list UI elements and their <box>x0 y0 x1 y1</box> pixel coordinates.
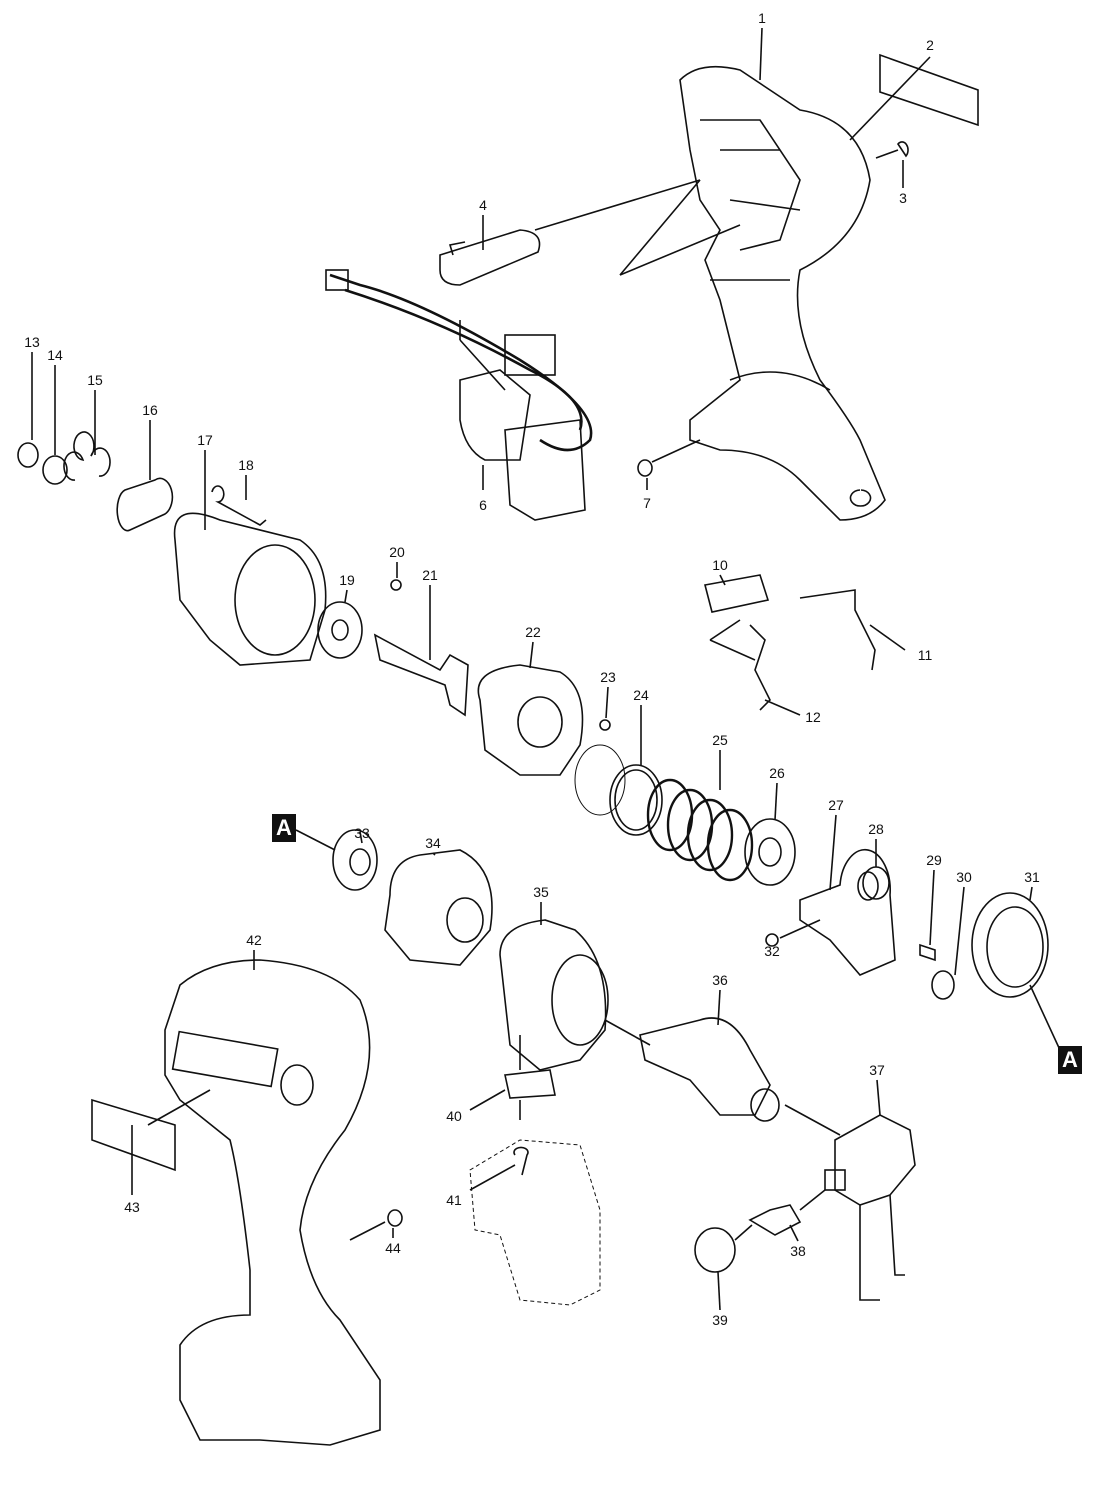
washer-26 <box>744 818 796 886</box>
housing-right-half <box>679 65 886 521</box>
armature-36 <box>639 1017 771 1116</box>
label-plate-2 <box>879 53 979 127</box>
part-number-label: 27 <box>828 797 844 813</box>
part-number-label: 31 <box>1024 869 1040 885</box>
spring-12 <box>749 624 771 711</box>
part-4 <box>439 229 541 286</box>
spring-11 <box>799 589 876 671</box>
part-number-label: 17 <box>197 432 213 448</box>
ring-13 <box>17 442 39 468</box>
part-number-label: 39 <box>712 1312 728 1328</box>
part-number-label: 33 <box>354 825 370 841</box>
sleeve-16 <box>116 477 174 532</box>
part-number-label: 38 <box>790 1243 806 1259</box>
bearing-33 <box>332 829 378 891</box>
part-number-label: 24 <box>633 687 649 703</box>
part-number-label: 10 <box>712 557 728 573</box>
motor-housing-35 <box>499 919 607 1071</box>
part-number-label: 6 <box>479 497 487 513</box>
ring-30 <box>931 970 955 1000</box>
part-number-label: 29 <box>926 852 942 868</box>
part-number-label: 37 <box>869 1062 885 1078</box>
screw-41 <box>513 1146 529 1176</box>
part-number-label: 1 <box>758 10 766 26</box>
ball-32 <box>765 933 779 947</box>
screw-3 <box>875 141 909 159</box>
ring-gear-31 <box>971 892 1049 998</box>
spindle-21 <box>373 633 469 717</box>
part-number-label: 2 <box>926 37 934 53</box>
ball-23 <box>599 719 611 731</box>
part-number-label: 4 <box>479 197 487 213</box>
part-number-label: 40 <box>446 1108 462 1124</box>
part-number-label: 21 <box>422 567 438 583</box>
spring-15 <box>63 431 111 481</box>
part-number-label: 28 <box>868 821 884 837</box>
switch-ghost <box>469 1139 601 1306</box>
housing-left-half <box>164 959 381 1446</box>
part-number-label: 32 <box>764 943 780 959</box>
pin-44 <box>387 1209 403 1227</box>
part-number-label: 44 <box>385 1240 401 1256</box>
washer-19 <box>317 601 363 659</box>
gear-housing-17 <box>173 512 327 666</box>
pin-7 <box>637 459 653 477</box>
part-number-label: 22 <box>525 624 541 640</box>
gear-case-34 <box>384 849 493 966</box>
screw-18 <box>211 485 267 526</box>
part-number-label: 26 <box>769 765 785 781</box>
part-number-label: 15 <box>87 372 103 388</box>
part-number-label: 42 <box>246 932 262 948</box>
washer-24 <box>609 764 663 836</box>
brush-holder-10 <box>704 574 770 613</box>
pin-29 <box>919 943 936 962</box>
part-number-label: 41 <box>446 1192 462 1208</box>
part-number-label: 30 <box>956 869 972 885</box>
part-number-label: 23 <box>600 669 616 685</box>
part-number-label: 12 <box>805 709 821 725</box>
part-number-label: 3 <box>899 190 907 206</box>
part-number-label: 13 <box>24 334 40 350</box>
spring-25 <box>646 778 754 882</box>
part-number-label: 43 <box>124 1199 140 1215</box>
hammer-22 <box>477 664 584 776</box>
part-number-label: 14 <box>47 347 63 363</box>
brush-plate-37 <box>834 1114 916 1206</box>
part-number-label: 25 <box>712 732 728 748</box>
ring-14 <box>42 455 68 485</box>
part-number-label: 7 <box>643 495 651 511</box>
part-number-label: 18 <box>238 457 254 473</box>
part-number-label: 16 <box>142 402 158 418</box>
part-number-label: 20 <box>389 544 405 560</box>
ball-20 <box>390 579 402 591</box>
carbon-brush-38 <box>748 1204 802 1236</box>
part-number-label: 11 <box>917 647 933 663</box>
reference-marker-a: A <box>1058 1046 1082 1074</box>
part-number-label: 19 <box>339 572 355 588</box>
brush-cap-39 <box>694 1227 736 1273</box>
label-plate-43 <box>91 1098 176 1172</box>
switch-6 <box>459 369 531 461</box>
part-number-label: 35 <box>533 884 549 900</box>
plate-40 <box>504 1069 556 1099</box>
part-number-label: 34 <box>425 835 441 851</box>
part-number-label: 36 <box>712 972 728 988</box>
reference-marker-a: A <box>272 814 296 842</box>
spindle-27 <box>799 848 896 976</box>
